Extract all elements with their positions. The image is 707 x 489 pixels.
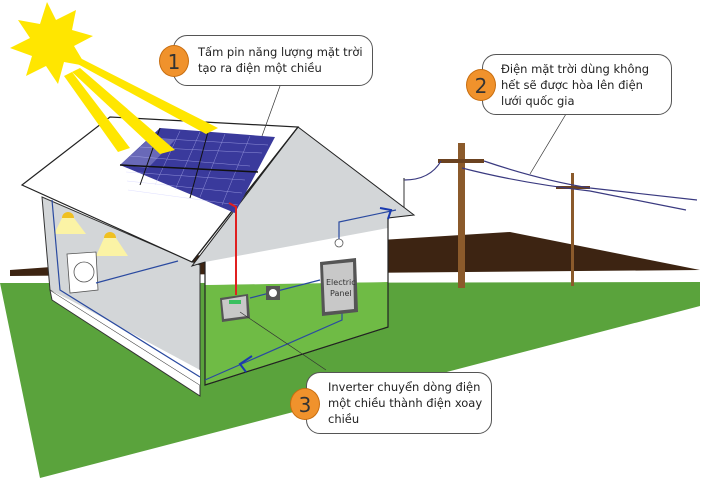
callout-3-text: Inverter chuyển dòng điện một chiều thàn… [328,380,483,426]
sun-rays [64,58,218,154]
house-left-wall-front [50,290,200,385]
power-lines [403,160,698,211]
electric-panel-label-1: Electric [326,278,356,287]
utility-pole-near [438,143,484,288]
ceiling-lamp-2 [96,232,128,256]
house-left-floor [49,288,201,397]
callout-3-badge: 3 [290,388,320,420]
callout-2: Điện mặt trời dùng không hết sẽ được hòa… [482,54,672,115]
arrow-left-icon [238,355,253,373]
utility-pole-far [556,173,590,286]
inverter [220,294,250,322]
sun-icon [10,2,93,84]
meter-switch [266,286,280,300]
dc-wire [228,202,237,295]
callout-1-text: Tấm pin năng lượng mặt trời tạo ra điện … [198,45,363,75]
electric-panel: Electric Panel [320,258,358,316]
ceiling-lamp-1 [54,212,86,234]
callout-leaders [239,85,567,371]
house-outline [204,218,389,386]
callout-1: Tấm pin năng lượng mặt trời tạo ra điện … [173,35,373,86]
callout-2-text: Điện mặt trời dùng không hết sẽ được hòa… [501,62,650,108]
junction-node [334,238,344,248]
callout-1-badge: 1 [159,45,189,77]
arrow-right-icon [379,207,393,220]
electric-panel-label-2: Panel [330,289,352,298]
callout-3: Inverter chuyển dòng điện một chiều thàn… [306,372,492,434]
washing-machine-icon [66,251,99,294]
callout-2-badge: 2 [466,69,496,101]
